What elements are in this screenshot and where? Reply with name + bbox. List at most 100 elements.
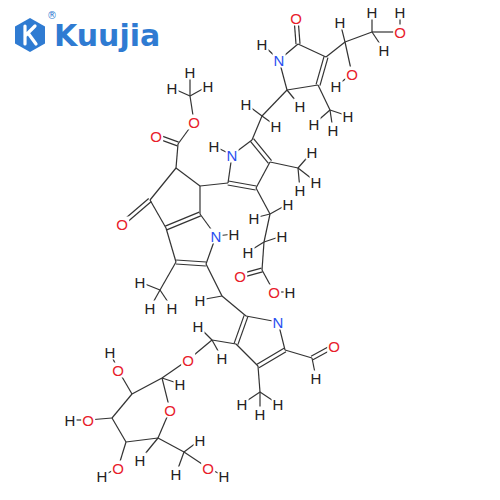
- atom-label: H: [166, 81, 179, 96]
- atom-label: H: [256, 37, 269, 52]
- atom-label: H: [294, 99, 307, 114]
- atom-label: H: [64, 413, 77, 428]
- atom-label: H: [242, 245, 255, 260]
- bond-line: [234, 315, 244, 343]
- bond-line: [264, 214, 270, 242]
- bond-line: [158, 438, 184, 452]
- bond-line: [252, 116, 262, 140]
- bond-line: [160, 262, 176, 290]
- atom-label: O: [327, 339, 341, 354]
- atom-label: H: [144, 301, 157, 316]
- bond-line: [176, 168, 200, 186]
- bond-line: [176, 264, 206, 266]
- logo-icon: [0, 0, 60, 60]
- bond-line: [345, 32, 372, 42]
- bond-line: [259, 352, 286, 368]
- atom-label: N: [272, 315, 285, 330]
- bond-line: [326, 42, 345, 57]
- atom-label: H: [184, 65, 197, 80]
- bond-line: [176, 144, 178, 168]
- atom-label: H: [96, 469, 109, 484]
- bond-line: [150, 168, 176, 200]
- bond-line: [199, 186, 200, 214]
- atom-label: H: [202, 79, 215, 94]
- bond-line: [254, 139, 272, 161]
- atom-label: O: [163, 403, 177, 418]
- atom-label: H: [134, 275, 147, 290]
- atom-label: H: [310, 371, 323, 386]
- atom-label: H: [254, 407, 267, 422]
- bond-line: [298, 44, 326, 57]
- atom-label: O: [201, 461, 215, 476]
- bond-line: [112, 394, 132, 418]
- bond-line: [222, 296, 246, 316]
- bond-line: [250, 141, 268, 163]
- atom-label: H: [174, 377, 187, 392]
- atom-label: H: [378, 43, 391, 58]
- atom-label: H: [272, 397, 285, 412]
- bond-line: [228, 185, 256, 190]
- logo-glyph: [25, 26, 36, 44]
- atom-label: H: [166, 301, 179, 316]
- atom-label: H: [310, 175, 323, 190]
- atom-label: O: [187, 115, 201, 130]
- bond-line: [166, 228, 176, 262]
- bond-line: [126, 438, 158, 442]
- atom-label: H: [306, 145, 319, 160]
- bond-line: [176, 260, 206, 262]
- bond-line: [285, 350, 312, 358]
- atom-label: O: [111, 363, 125, 378]
- bond-line: [238, 317, 248, 345]
- atom-label: H: [170, 467, 183, 482]
- atom-label: H: [228, 227, 241, 242]
- atom-label: O: [267, 285, 281, 300]
- atom-label: H: [284, 285, 297, 300]
- atom-label: O: [345, 67, 359, 82]
- atom-label: O: [149, 129, 163, 144]
- atom-label: H: [282, 197, 295, 212]
- bond-line: [150, 200, 166, 228]
- atom-label: H: [334, 15, 347, 30]
- atom-label: O: [233, 269, 247, 284]
- atom-label: O: [181, 353, 195, 368]
- atom-label: H: [194, 433, 207, 448]
- atom-label: H: [218, 469, 231, 484]
- bond-line: [112, 418, 126, 442]
- atom-label: H: [276, 229, 289, 244]
- bond-line: [318, 85, 330, 110]
- bond-line: [262, 90, 287, 116]
- atom-label: O: [115, 217, 129, 232]
- bond-line: [132, 378, 162, 394]
- atom-label: N: [273, 53, 286, 68]
- atom-label: H: [194, 293, 207, 308]
- atom-label: O: [393, 25, 407, 40]
- atom-label: H: [216, 351, 229, 366]
- atom-label: H: [366, 5, 379, 20]
- bond-line: [287, 85, 318, 90]
- atom-label: O: [81, 413, 95, 428]
- atom-label: H: [104, 345, 117, 360]
- bond-line: [212, 340, 236, 344]
- bond-line: [236, 344, 258, 366]
- bond-line: [320, 58, 328, 86]
- atom-label: H: [327, 123, 340, 138]
- atom-label: H: [270, 119, 283, 134]
- atom-label: O: [111, 461, 125, 476]
- bond-line: [257, 348, 284, 364]
- atom-label: H: [342, 109, 355, 124]
- registered-mark: ®: [47, 11, 57, 21]
- logo-text: Kuujia: [54, 20, 160, 52]
- atom-label: O: [289, 11, 303, 26]
- atom-label: H: [330, 79, 343, 94]
- atom-label: H: [236, 397, 249, 412]
- logo-hexagon: [15, 18, 45, 52]
- atom-label: N: [226, 148, 239, 163]
- atom-label: H: [394, 5, 407, 20]
- bond-line: [262, 242, 264, 270]
- atom-label: H: [240, 97, 253, 112]
- bond-line: [270, 162, 298, 168]
- bond-line: [167, 216, 201, 230]
- atom-label: H: [134, 453, 147, 468]
- bond-line: [206, 264, 222, 296]
